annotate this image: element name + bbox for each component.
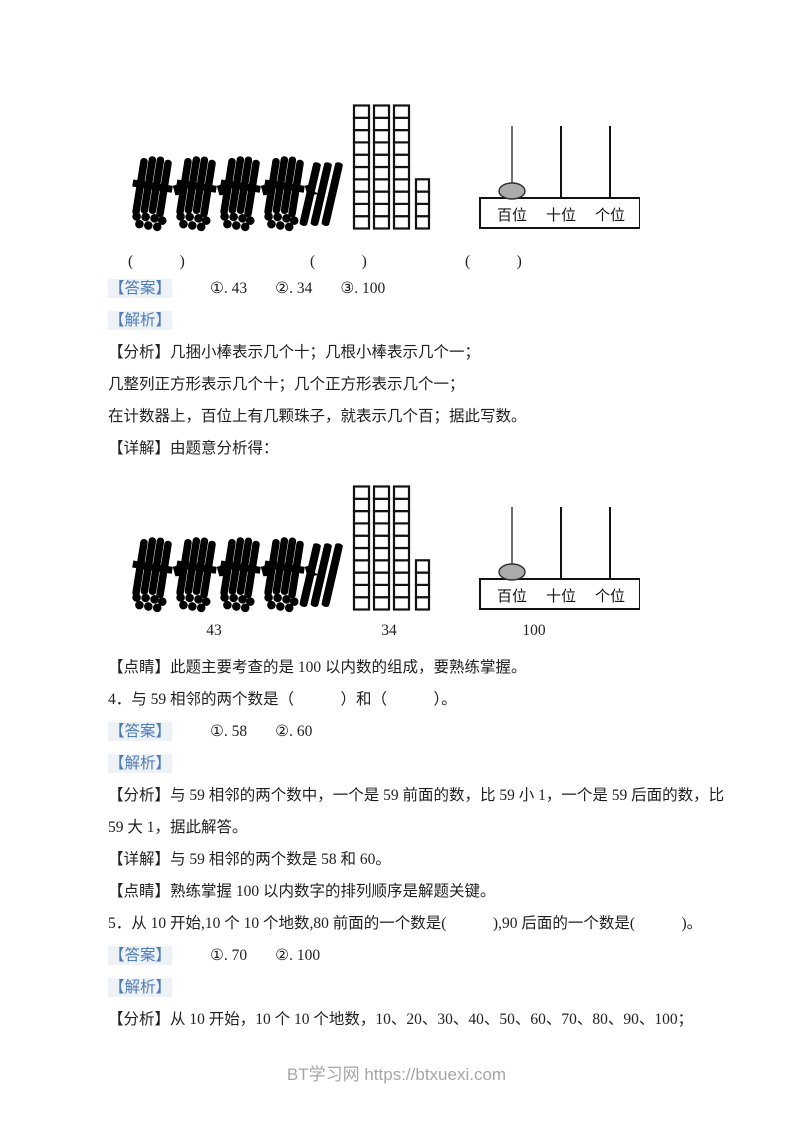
answer-marker: 【答案】 (108, 722, 173, 741)
sticks-squares-abacus-illustration (128, 481, 640, 623)
q3-analysis-line: 【分析】几捆小棒表示几个十；几根小棒表示几个一； (108, 344, 481, 361)
answer-item: ①. 43 (210, 280, 248, 297)
document-content: ( ) ( ) ( ) 【答案】 ①. 43 ②. 34 ③. 100 【解析】 【分… (0, 100, 793, 1036)
figure-q3-answer: 43 34 100 (128, 481, 640, 652)
explain-marker: 【解析】 (108, 754, 173, 773)
figure-number-label: 100 (522, 622, 546, 639)
q4-explain-marker: 【解析】 (108, 748, 703, 780)
answer-blank-row: ( ) ( ) ( ) (128, 247, 640, 273)
q4-detail-line: 【详解】与 59 相邻的两个数是 58 和 60。 (108, 851, 391, 868)
q4-tip-line: 【点睛】熟练掌握 100 以内数字的排列顺序是解题关键。 (108, 883, 496, 900)
q5-question: 5．从 10 开始,10 个 10 个地数,80 前面的一个数是( ),90 后… (108, 915, 703, 932)
answer-blank: ( ) (128, 253, 185, 270)
answer-item: ③. 100 (340, 280, 386, 297)
q3-analysis-line: 几整列正方形表示几个十；几个正方形表示几个一； (108, 376, 465, 393)
answer-blank: ( ) (310, 253, 367, 270)
q3-explain-marker: 【解析】 (108, 305, 703, 337)
answer-blank: ( ) (465, 253, 522, 270)
answer-item: ①. 70 (210, 947, 248, 964)
sticks-squares-abacus-illustration (128, 100, 640, 242)
figure-number-row: 43 34 100 (128, 622, 640, 652)
answer-item: ①. 58 (210, 723, 248, 740)
figure-q3-question: ( ) ( ) ( ) (128, 100, 640, 273)
q4-question: 4．与 59 相邻的两个数是（ ）和（ ）。 (108, 691, 457, 708)
q3-detail-line: 【详解】由题意分析得： (108, 440, 279, 457)
q5-answer-row: 【答案】 ①. 70 ②. 100 (108, 940, 703, 972)
q3-answer-row: 【答案】 ①. 43 ②. 34 ③. 100 (108, 273, 703, 305)
answer-item: ②. 60 (275, 723, 313, 740)
q4-analysis-line: 59 大 1，据此解答。 (108, 819, 248, 836)
answer-item: ②. 100 (275, 947, 321, 964)
explain-marker: 【解析】 (108, 311, 173, 330)
figure-number-label: 34 (381, 622, 397, 639)
explain-marker: 【解析】 (108, 978, 173, 997)
answer-item: ②. 34 (275, 280, 313, 297)
answer-marker: 【答案】 (108, 946, 173, 965)
q4-answer-row: 【答案】 ①. 58 ②. 60 (108, 716, 703, 748)
footer-link[interactable]: BT学习网 https://btxuexi.com (286, 1065, 507, 1084)
figure-number-label: 43 (206, 622, 222, 639)
q5-explain-marker: 【解析】 (108, 972, 703, 1004)
q3-analysis-line: 在计数器上，百位上有几颗珠子，就表示几个百；据此写数。 (108, 408, 527, 425)
q5-analysis-line: 【分析】从 10 开始，10 个 10 个地数，10、20、30、40、50、6… (108, 1011, 694, 1028)
answer-marker: 【答案】 (108, 279, 173, 298)
q3-tip-line: 【点睛】此题主要考查的是 100 以内数的组成，要熟练掌握。 (108, 659, 527, 676)
footer-watermark: BT学习网 https://btxuexi.com (0, 1060, 793, 1085)
q4-analysis-line: 【分析】与 59 相邻的两个数中，一个是 59 前面的数，比 59 小 1，一个… (108, 787, 725, 804)
